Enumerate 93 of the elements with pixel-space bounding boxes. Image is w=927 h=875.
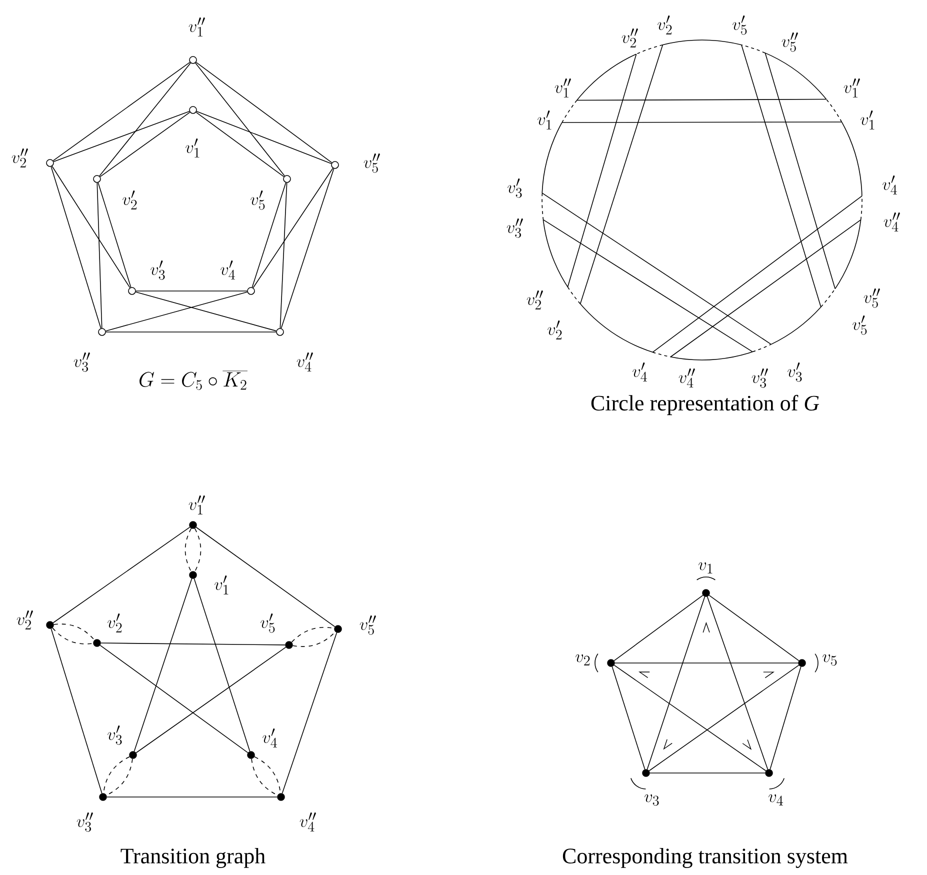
edge: [614, 594, 704, 662]
edge: [612, 666, 646, 770]
vertex-label: $v_5$: [822, 654, 837, 666]
caption: Transition graph: [120, 848, 266, 868]
end-label: $v_4''$: [678, 368, 695, 388]
edge: [100, 644, 248, 754]
edge: [252, 168, 334, 288]
end-label: $v_1'$: [860, 110, 874, 130]
vertex-label: $v_4'$: [262, 728, 277, 748]
edge: [184, 528, 192, 572]
end-label: $v_1'$: [538, 110, 552, 130]
vertex-label: $v_2''$: [16, 610, 33, 630]
edge: [136, 646, 286, 754]
edge: [646, 596, 706, 770]
caption: Corresponding transition system: [562, 848, 848, 868]
vertex-label: $v_2'$: [108, 614, 122, 632]
edge: [98, 182, 132, 288]
edge: [648, 664, 800, 772]
edge: [135, 292, 277, 332]
vertex-label: $v_1''$: [188, 496, 205, 514]
end-label: $v_3'$: [508, 178, 522, 198]
end-label: $v_2'$: [548, 320, 562, 340]
edge: [196, 62, 332, 164]
end-label: $v_4'$: [882, 176, 897, 194]
edge: [106, 796, 278, 798]
edge: [52, 628, 94, 644]
edge: [196, 526, 336, 628]
edge: [100, 112, 190, 178]
vertex-label: $v_4''$: [296, 352, 313, 372]
edge: [196, 111, 332, 164]
vertex-label: $v_1'$: [186, 138, 200, 158]
edge: [50, 628, 102, 794]
edge: [614, 664, 766, 772]
edge: [100, 642, 286, 646]
edge: [280, 182, 288, 328]
end-label: $v_3''$: [752, 368, 768, 388]
vertex-label: $v_3''$: [76, 812, 93, 832]
vertex-label: $v_3''$: [74, 352, 90, 372]
caption: Circle representation of G: [591, 394, 820, 416]
edge: [252, 182, 286, 288]
edge: [194, 528, 202, 572]
end-label: $v_1''$: [554, 78, 571, 98]
edge: [195, 62, 285, 176]
end-label: $v_4'$: [632, 362, 647, 382]
edge: [53, 624, 95, 640]
vertex-label: $v_5''$: [364, 154, 380, 173]
edge: [194, 578, 250, 752]
end-label: $v_4''$: [884, 212, 900, 232]
edge: [770, 666, 802, 770]
vertex-label: $v_4''$: [300, 812, 316, 832]
end-label: $v_1''$: [844, 78, 860, 98]
edge: [99, 62, 191, 176]
end-label: $v_5'$: [732, 16, 747, 35]
edge: [708, 594, 800, 662]
vertex-label: $v_5'$: [250, 190, 265, 210]
edge: [52, 526, 190, 624]
edge: [706, 596, 768, 770]
edge: [136, 290, 248, 292]
edge: [105, 292, 248, 332]
end-label: $v_5''$: [864, 288, 880, 308]
edge: [134, 578, 192, 752]
vertex-label: $v_5'$: [260, 614, 275, 633]
edge: [282, 632, 338, 794]
end-label: $v_3''$: [506, 218, 523, 238]
edge: [614, 662, 798, 664]
vertex-label: $v_3'$: [108, 726, 122, 745]
vertex-label: $v_5''$: [360, 616, 376, 635]
vertex-label: $v_1''$: [188, 18, 205, 36]
end-label: $v_5''$: [782, 32, 798, 52]
edge: [650, 772, 766, 774]
vertex-label: $v_2$: [576, 654, 590, 666]
end-label: $v_2''$: [622, 28, 638, 48]
edge: [292, 631, 336, 647]
vertex-label: $v_4'$: [220, 260, 235, 280]
vertex-label: $v_4$: [768, 794, 783, 806]
edge: [196, 112, 284, 178]
vertex-label: $v_3'$: [150, 260, 165, 280]
end-label: $v_5'$: [852, 316, 867, 335]
vertex-label: $v_1$: [698, 562, 712, 574]
end-label: $v_2''$: [526, 290, 543, 310]
caption: $G = C_5 \circ \overline{K_2}$: [140, 370, 248, 390]
edge: [280, 168, 334, 329]
edge: [52, 166, 130, 288]
vertex-label: $v_3$: [644, 794, 659, 806]
end-label: $v_2'$: [658, 16, 672, 34]
vertex-label: $v_2''$: [12, 148, 28, 168]
edge: [52, 62, 190, 162]
edge: [53, 110, 190, 162]
edge: [50, 166, 102, 329]
end-label: $v_3'$: [788, 362, 802, 382]
edge: [96, 182, 102, 328]
vertex-label: $v_1'$: [214, 576, 228, 594]
vertex-label: $v_2'$: [122, 190, 137, 210]
